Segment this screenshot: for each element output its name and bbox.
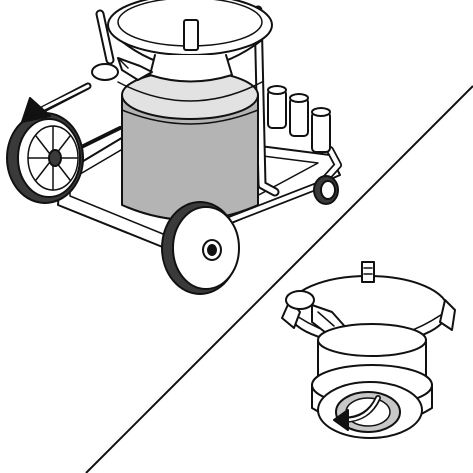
front-wheel <box>161 201 240 295</box>
motor-head <box>107 0 273 83</box>
panel-filter-head <box>281 261 456 439</box>
tool-holders <box>267 85 331 153</box>
caster-wheel <box>313 175 339 205</box>
latch-lever <box>285 290 349 337</box>
rear-wheel <box>6 112 84 204</box>
hook <box>361 261 375 283</box>
panel-divider <box>85 85 473 473</box>
canister <box>117 70 263 221</box>
latch-clip <box>91 57 153 81</box>
panel-cart <box>6 0 342 295</box>
side-clip-right <box>439 299 456 331</box>
